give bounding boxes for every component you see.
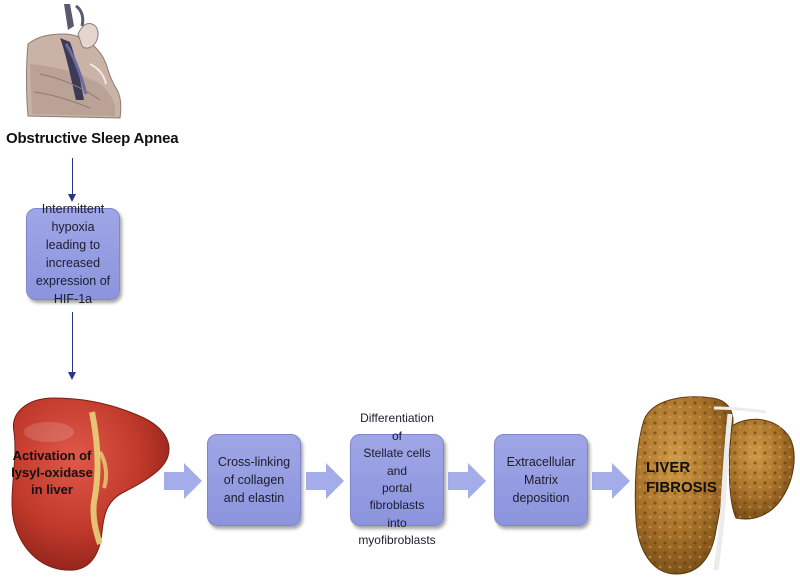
fibrotic-liver-icon [634,396,795,575]
arrow-right-icon [448,463,486,499]
ecm-step-box: Extracellular Matrix deposition [494,434,588,526]
arrow-down-icon [68,194,76,202]
differentiation-step-text: Differentiation of Stellate cells and po… [358,411,436,548]
healthy-liver-icon [11,397,170,571]
arrow-right-icon [306,463,344,499]
hypoxia-step-text: Intermittent hypoxia leading to increase… [35,201,111,307]
outcome-label: LIVER FIBROSIS [646,459,717,496]
differentiation-step-box: Differentiation of Stellate cells and po… [350,411,444,547]
sleep-apnea-head-cross-section-icon [26,4,122,119]
source-title: Obstructive Sleep Apnea [6,130,179,147]
connector-line [72,158,73,196]
arrow-right-icon [592,463,630,499]
arrow-down-icon [68,372,76,380]
crosslinking-step-text: Cross-linking of collagen and elastin [217,454,291,506]
connector-line [72,312,73,374]
crosslinking-step-box: Cross-linking of collagen and elastin [207,434,301,526]
activation-step-text: Activation of lysyl-oxidase in liver [11,448,93,497]
arrow-right-icon [164,463,202,499]
hypoxia-step-box: Intermittent hypoxia leading to increase… [26,202,120,306]
ecm-step-text: Extracellular Matrix deposition [506,454,576,506]
